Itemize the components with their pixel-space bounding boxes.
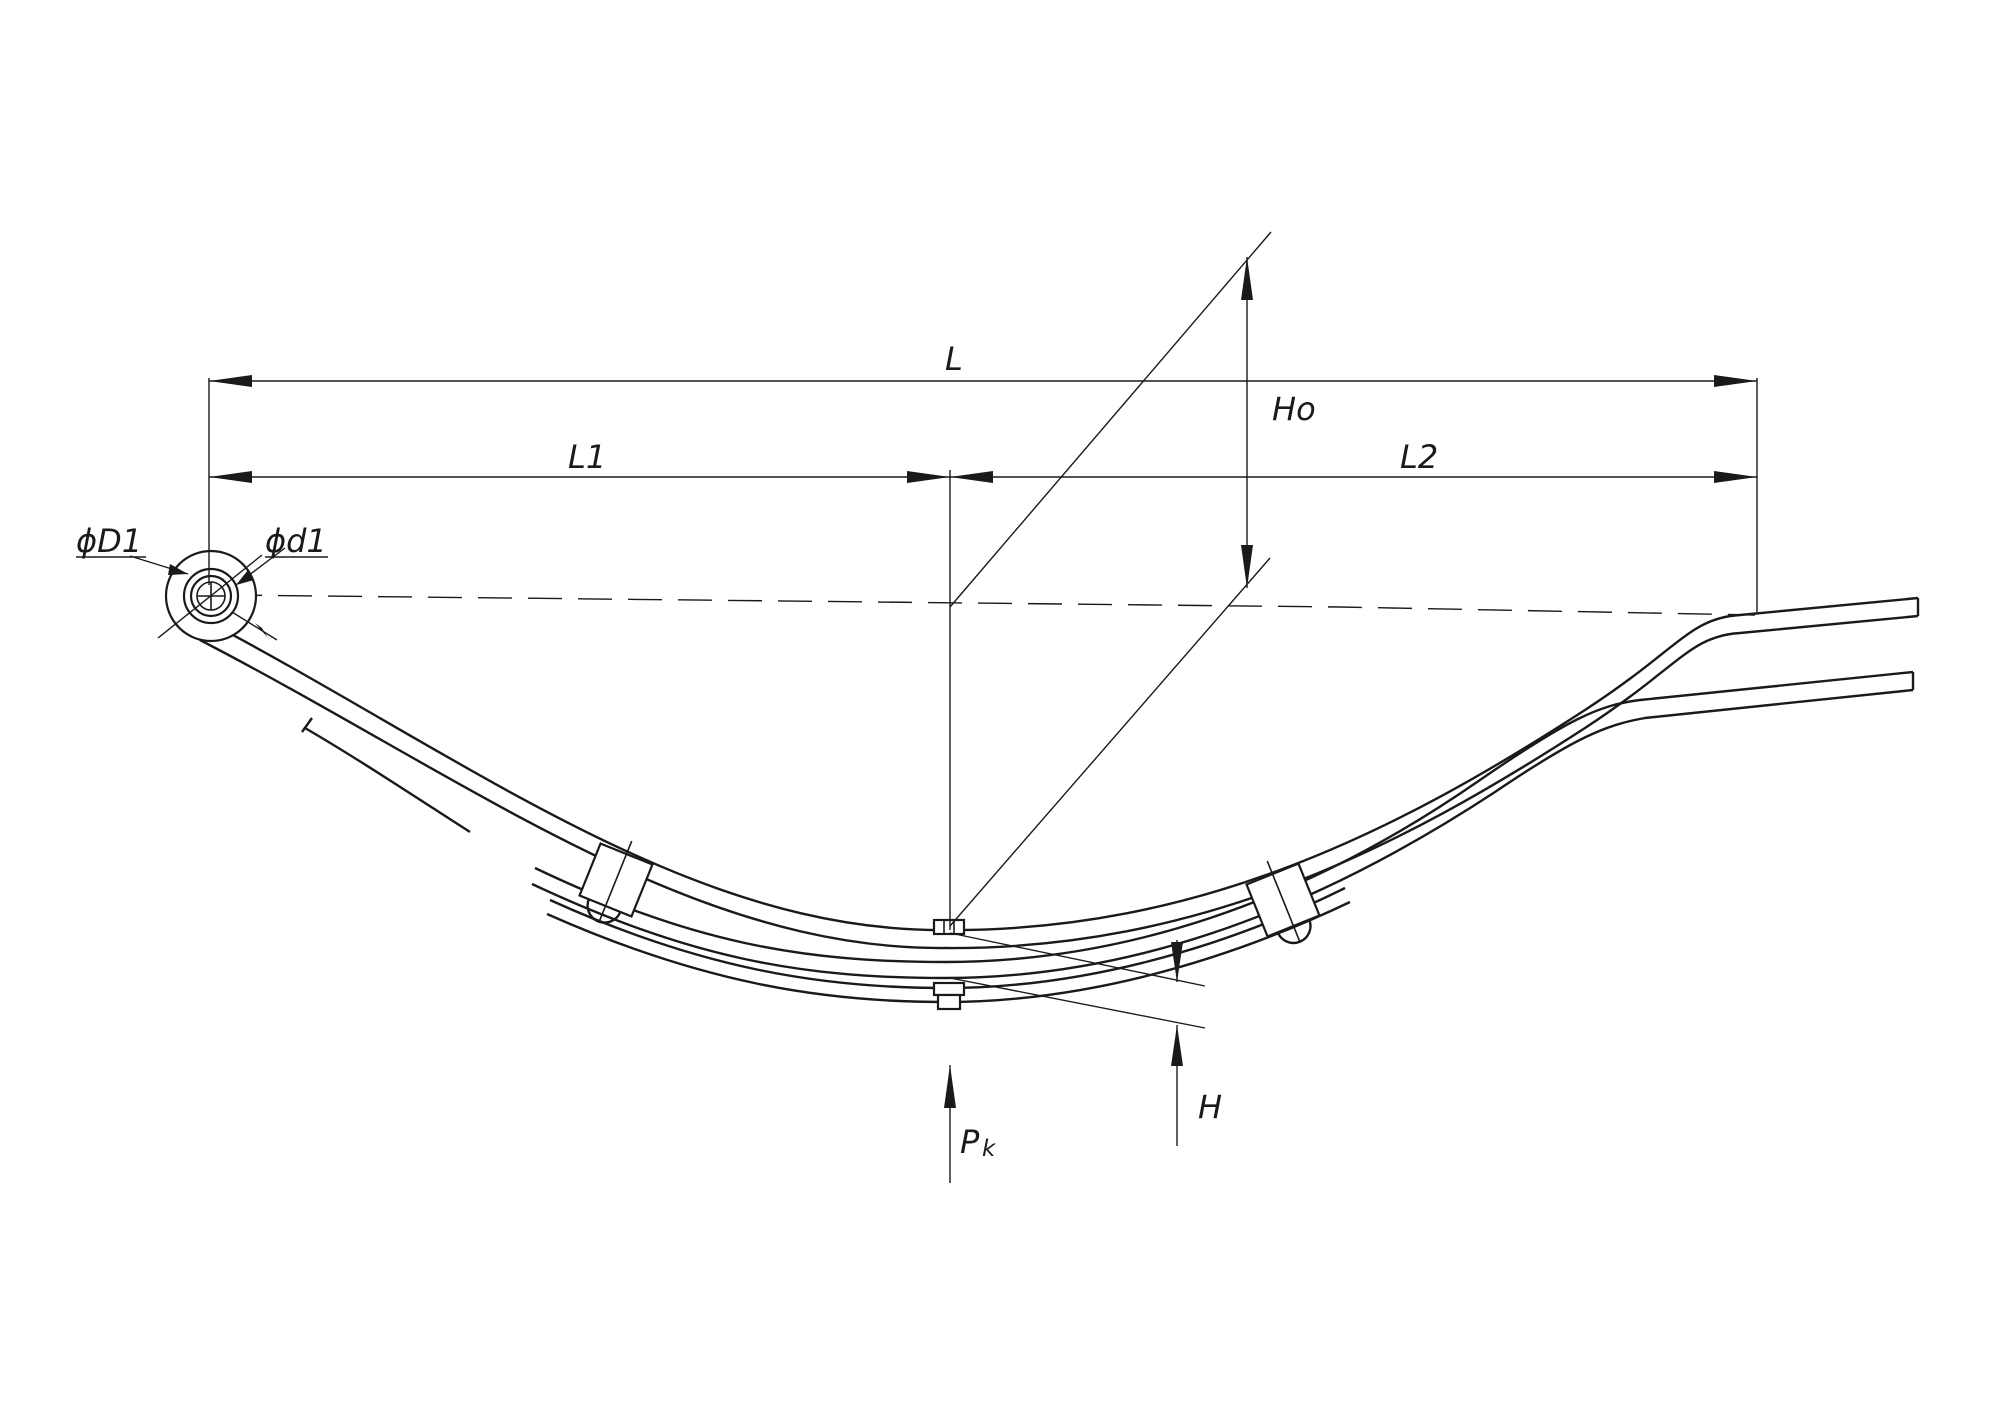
H-arrow-up [1171, 1025, 1183, 1066]
Ho-label: Ho [1272, 390, 1316, 428]
center-bolt [932, 918, 966, 1011]
d1-diameter-line [157, 554, 263, 639]
L2-label: L2 [1400, 438, 1438, 476]
center-bolt-bottom-nut [936, 993, 962, 1011]
right-clip-rivet [1276, 919, 1312, 945]
left-clip-centerline [598, 840, 633, 923]
Ho-ext-lower [949, 557, 1271, 927]
D1-arrow [168, 564, 188, 575]
second-leaf-top-edge [534, 670, 1914, 964]
dimension-H: H [949, 932, 1222, 1146]
d1-label: ϕd1 [265, 522, 327, 560]
L-label: L [945, 340, 963, 378]
L1-label: L1 [568, 438, 606, 476]
L1-arrow-left [209, 471, 252, 483]
Pk-arrowhead [944, 1065, 956, 1108]
dimension-Ho: Ho [949, 231, 1316, 927]
Ho-arrow-top [1241, 257, 1253, 300]
leaf-spring [199, 596, 1920, 1004]
center-bolt-top-nut [932, 918, 966, 936]
H-ext-upper [949, 932, 1206, 987]
left-clip [578, 840, 654, 924]
wrap-leaf [304, 726, 471, 834]
spring-eye [129, 547, 286, 643]
Ho-ext-upper [949, 231, 1272, 608]
L2-arrow-left [950, 471, 993, 483]
main-leaf-top-edge [204, 596, 1919, 932]
L1-arrow-right [907, 471, 950, 483]
center-bolt-bottom-washer [932, 981, 966, 997]
load-Pk: P k [944, 1065, 997, 1183]
d1-arrow-top [236, 570, 254, 585]
wrap-leaf-edge [301, 717, 313, 733]
second-leaf-bottom-edge [531, 688, 1914, 980]
left-clip-rivet [586, 898, 622, 924]
d1-leader-lower [231, 611, 278, 641]
Pk-label-subscript: k [982, 1136, 997, 1162]
main-leaf-bottom-edge [199, 614, 1919, 950]
D1-label: ϕD1 [76, 522, 142, 560]
L-arrow-right [1714, 375, 1757, 387]
Pk-label-main: P [960, 1123, 980, 1161]
right-clip-centerline [1266, 860, 1301, 943]
H-arrow-down [1171, 942, 1183, 982]
reference-axis [227, 594, 1756, 616]
L2-arrow-right [1714, 471, 1757, 483]
H-label: H [1198, 1088, 1222, 1126]
d1-arrow-bottom [255, 623, 268, 638]
diameter-labels: ϕD1 ϕd1 [76, 522, 328, 560]
L-arrow-left [209, 375, 252, 387]
H-ext-lower [949, 977, 1206, 1029]
right-clip [1245, 860, 1321, 945]
dimension-L1-L2: L1 L2 [209, 438, 1757, 483]
dimension-L: L [208, 340, 1758, 612]
Ho-arrow-bottom [1241, 545, 1253, 588]
